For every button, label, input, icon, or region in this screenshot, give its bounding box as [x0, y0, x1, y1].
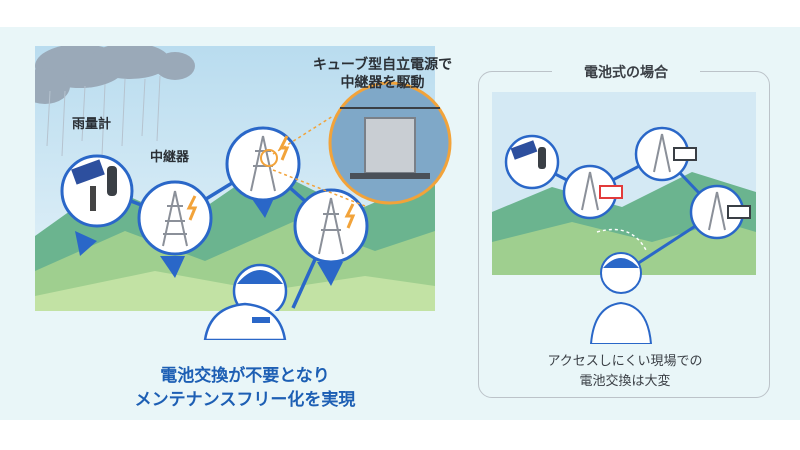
- rain-cloud: [35, 46, 195, 104]
- left-caption-line-1: 電池交換が不要となり: [160, 366, 330, 386]
- worker-figure: [232, 263, 288, 311]
- right-caption-line-2: 電池交換は大変: [579, 374, 671, 389]
- callout-line-1: キューブ型自立電源で: [312, 57, 453, 73]
- right-illustration: [492, 92, 756, 275]
- right-node-rain-gauge: [504, 134, 560, 190]
- right-node-repeater-1: [562, 164, 623, 220]
- node-rain-gauge: [60, 154, 134, 256]
- node-repeater-3: [293, 188, 369, 286]
- right-node-repeater-3: [689, 184, 751, 240]
- right-caption: アクセスしにくい現場での 電池交換は大変: [520, 352, 730, 392]
- label-rain-gauge: 雨量計: [72, 117, 112, 132]
- right-node-repeater-2: [634, 126, 697, 182]
- right-worker: [589, 252, 653, 344]
- left-caption: 電池交換が不要となり メンテナンスフリー化を実現: [95, 364, 395, 412]
- label-repeater: 中継器: [150, 150, 190, 165]
- right-caption-line-1: アクセスしにくい現場での: [547, 354, 703, 369]
- battery-case-title: 電池式の場合: [552, 62, 700, 82]
- callout-label: キューブ型自立電源で 中継器を駆動: [300, 56, 465, 92]
- callout-photo: [328, 81, 452, 205]
- node-repeater-2: [225, 126, 301, 218]
- worker-body: [203, 302, 287, 340]
- node-repeater-1: [137, 180, 213, 278]
- callout-line-2: 中継器を駆動: [340, 75, 425, 91]
- left-caption-line-2: メンテナンスフリー化を実現: [134, 390, 356, 410]
